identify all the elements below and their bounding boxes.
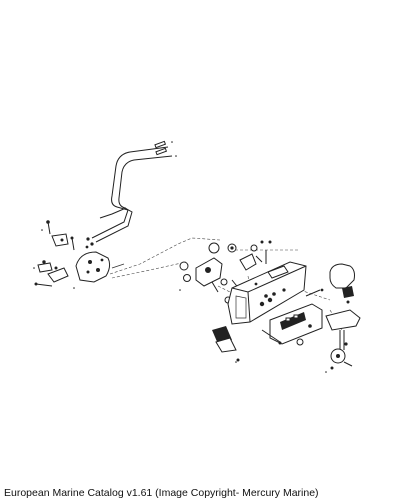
control-box-housing — [227, 261, 307, 325]
lower-hardware — [212, 326, 304, 362]
handle-assembly — [325, 263, 361, 370]
left-hardware — [34, 220, 75, 287]
panel-plate — [269, 288, 324, 345]
exploded-parts-diagram — [33, 140, 361, 373]
image-caption: European Marine Catalog v1.61 (Image Cop… — [4, 487, 319, 499]
reference-number-markers — [33, 141, 327, 373]
shaft-assembly — [179, 240, 272, 304]
control-cables — [85, 140, 173, 249]
control-plate — [75, 251, 125, 283]
